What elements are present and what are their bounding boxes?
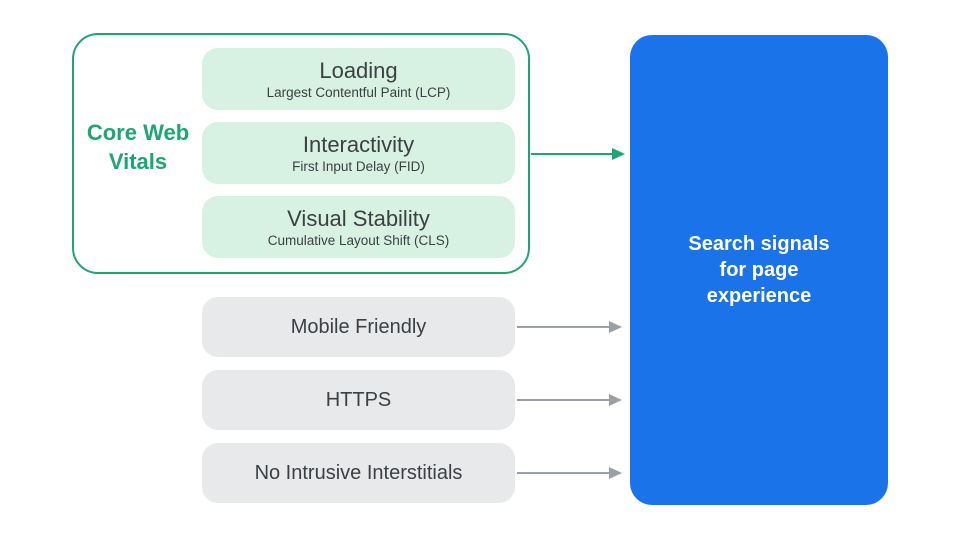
- arrow-shaft: [517, 472, 609, 474]
- arrow-core-web-vitals-icon: [531, 147, 625, 161]
- pill-interactivity-title: Interactivity: [302, 131, 415, 157]
- arrow-head-icon: [609, 394, 622, 406]
- pill-no-intrusive-interstitials: No Intrusive Interstitials: [202, 443, 515, 503]
- pill-loading: Loading Largest Contentful Paint (LCP): [202, 48, 515, 110]
- arrow-https-icon: [517, 393, 622, 407]
- pill-mobile-friendly-label: Mobile Friendly: [290, 315, 427, 338]
- pill-no-intrusive-interstitials-label: No Intrusive Interstitials: [254, 461, 463, 484]
- arrow-shaft: [517, 326, 609, 328]
- core-web-vitals-group: [72, 33, 530, 274]
- core-web-vitals-label: Core Web Vitals: [86, 120, 190, 174]
- arrow-shaft: [531, 153, 612, 155]
- arrow-head-icon: [609, 467, 622, 479]
- pill-visual-stability-title: Visual Stability: [287, 205, 430, 231]
- pill-interactivity: Interactivity First Input Delay (FID): [202, 122, 515, 184]
- arrow-head-icon: [609, 321, 622, 333]
- pill-https: HTTPS: [202, 370, 515, 430]
- pill-loading-subtitle: Largest Contentful Paint (LCP): [266, 84, 451, 100]
- arrow-mobile-friendly-icon: [517, 320, 622, 334]
- arrow-shaft: [517, 399, 609, 401]
- arrow-head-icon: [612, 148, 625, 160]
- search-signals-panel: Search signals for page experience: [630, 35, 888, 505]
- pill-https-label: HTTPS: [325, 388, 392, 411]
- search-signals-label: Search signals for page experience: [688, 233, 830, 307]
- pill-visual-stability-subtitle: Cumulative Layout Shift (CLS): [267, 232, 450, 248]
- pill-visual-stability: Visual Stability Cumulative Layout Shift…: [202, 196, 515, 258]
- pill-mobile-friendly: Mobile Friendly: [202, 297, 515, 357]
- pill-interactivity-subtitle: First Input Delay (FID): [292, 158, 425, 174]
- pill-loading-title: Loading: [319, 57, 398, 83]
- arrow-no-intrusive-interstitials-icon: [517, 466, 622, 480]
